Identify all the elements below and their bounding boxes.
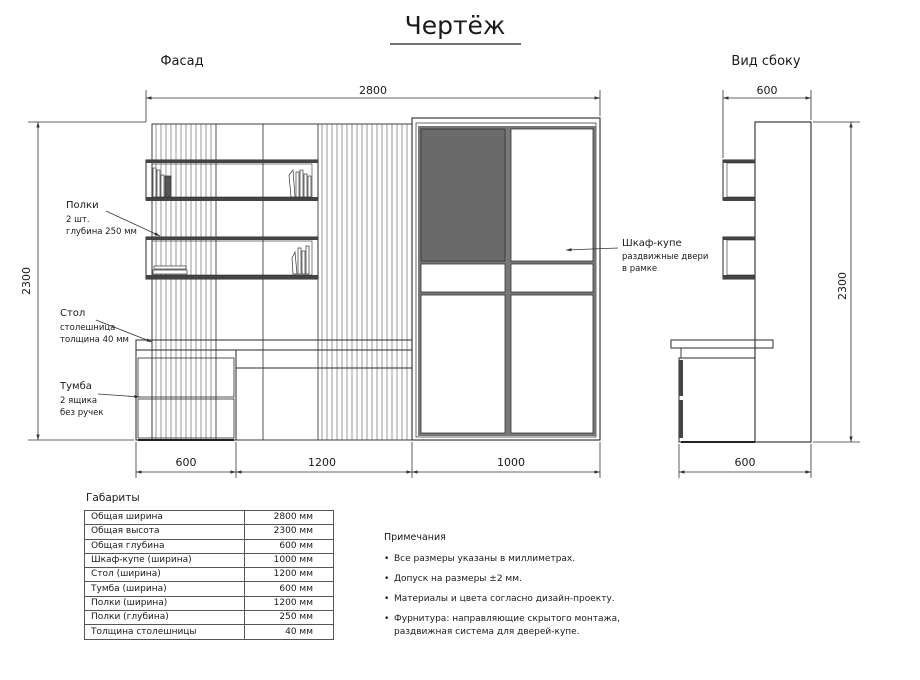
table-cell-value: 250 мм	[243, 610, 335, 626]
table-cell-value: 1000 мм	[243, 552, 335, 569]
books-upper-left	[152, 167, 172, 198]
wardrobe	[411, 117, 601, 441]
svg-text:Шкаф-купе: Шкаф-купе	[622, 238, 682, 249]
dim-pedestal-width: 600	[176, 456, 197, 469]
dim-overall-height: 2300	[20, 267, 33, 295]
side-desk-top	[670, 339, 774, 359]
side-dimensions: 600 2300 600	[678, 84, 860, 478]
table-cell-value: 600 мм	[243, 581, 335, 597]
table-cell-value: 600 мм	[243, 538, 335, 554]
table-cell-value: 40 мм	[243, 624, 335, 640]
note-item: Фурнитура: направляющие скрытого монтажа…	[384, 613, 624, 639]
callout-wardrobe: Шкаф-купе раздвижные двери в рамке	[565, 238, 708, 274]
table-cell-name: Стол (ширина)	[84, 567, 245, 583]
svg-text:в рамке: в рамке	[622, 264, 657, 274]
callout-desk: Стол столешница толщина 40 мм	[60, 308, 153, 345]
table-row: Полки (глубина)250 мм	[84, 610, 335, 626]
callout-shelves: Полки 2 шт. глубина 250 мм	[66, 200, 161, 237]
table-cell-name: Полки (глубина)	[84, 610, 245, 626]
notes-list: Все размеры указаны в миллиметрах. Допуск…	[384, 553, 624, 639]
table-title: Габариты	[86, 492, 140, 504]
wall-panels	[151, 123, 413, 441]
table-row: Тумба (ширина)600 мм	[84, 581, 335, 597]
svg-text:глубина 250 мм: глубина 250 мм	[66, 227, 137, 237]
dim-overall-width: 2800	[359, 84, 387, 97]
table-row: Стол (ширина)1200 мм	[84, 567, 335, 583]
svg-text:Полки: Полки	[66, 200, 99, 211]
dim-side-depth-top: 600	[757, 84, 778, 97]
table-cell-name: Полки (ширина)	[84, 595, 245, 612]
table-cell-name: Шкаф-купе (ширина)	[84, 552, 245, 569]
books-upper-right	[288, 169, 312, 198]
note-item: Допуск на размеры ±2 мм.	[384, 573, 624, 586]
svg-text:2 ящика: 2 ящика	[60, 396, 97, 406]
svg-text:2 шт.: 2 шт.	[66, 215, 90, 225]
table-row: Шкаф-купе (ширина)1000 мм	[84, 552, 335, 569]
front-view-caption: Фасад	[160, 54, 203, 69]
table-cell-value: 1200 мм	[243, 567, 335, 583]
svg-text:Стол: Стол	[60, 308, 85, 319]
callout-pedestal: Тумба 2 ящика без ручек	[59, 381, 141, 418]
front-view: 2800 2300 600 1200 1000 Полки 2 шт. глуб…	[20, 84, 708, 478]
table-cell-value: 1200 мм	[243, 595, 335, 612]
notes-title: Примечания	[384, 532, 446, 543]
svg-text:Тумба: Тумба	[59, 381, 92, 392]
books-lower-left	[152, 265, 188, 275]
shelf-lower	[145, 236, 319, 280]
table-cell-value: 2300 мм	[243, 524, 335, 540]
front-dimensions: 2800 2300 600 1200 1000	[20, 84, 601, 478]
table-row: Полки (ширина)1200 мм	[84, 595, 335, 612]
side-shelf-upper	[722, 159, 756, 201]
dim-side-depth-bottom: 600	[735, 456, 756, 469]
dim-desk-width: 1200	[308, 456, 336, 469]
svg-text:без ручек: без ручек	[60, 408, 104, 418]
svg-text:раздвижные двери: раздвижные двери	[622, 252, 708, 262]
side-view-caption: Вид сбоку	[731, 54, 800, 69]
svg-text:толщина 40 мм: толщина 40 мм	[60, 335, 129, 345]
drawing-title: Чертёж	[405, 11, 506, 40]
notes-section: Примечания Все размеры указаны в миллиме…	[384, 532, 624, 646]
desk-top	[135, 339, 413, 440]
side-view: 600 2300 600	[670, 84, 860, 478]
door-right	[508, 126, 596, 436]
table-cell-name: Общая высота	[84, 524, 245, 540]
table-cell-name: Толщина столешницы	[84, 624, 245, 640]
table-cell-name: Тумба (ширина)	[84, 581, 245, 597]
svg-text:столешница: столешница	[60, 323, 115, 333]
slats-left	[155, 124, 212, 440]
side-shelf-lower	[722, 236, 756, 280]
dim-wardrobe-width: 1000	[497, 456, 525, 469]
books-lower-right	[291, 245, 310, 275]
table-cell-value: 2800 мм	[243, 509, 335, 526]
table-cell-name: Общая глубина	[84, 538, 245, 554]
slats-right	[321, 124, 408, 440]
note-item: Материалы и цвета согласно дизайн-проект…	[384, 593, 624, 606]
shelf-upper	[145, 159, 319, 201]
table-cell-name: Общая ширина	[84, 509, 245, 526]
dim-side-height: 2300	[836, 272, 849, 300]
door-left	[418, 126, 508, 436]
note-item: Все размеры указаны в миллиметрах.	[384, 553, 624, 566]
side-pedestal	[678, 357, 756, 443]
